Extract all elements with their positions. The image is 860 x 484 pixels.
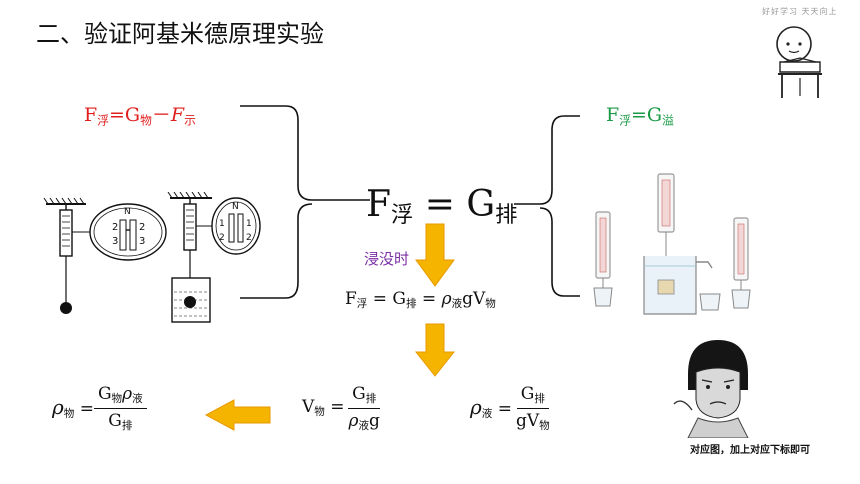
scale-mark-left-a: 2 [112, 222, 118, 233]
formula-buoyancy-overflow: F浮=G溢 [606, 104, 674, 128]
scale-mark-right-b: 2 [219, 233, 225, 243]
scale-mark-left-b: 3 [112, 236, 118, 247]
main-formula: F浮 = G排 [366, 184, 518, 229]
watermark-text: 好好学习 天天向上 [762, 7, 838, 16]
newton-label-2: N [232, 202, 239, 212]
expanded-formula: F浮 = G排 = ρ液gV物 [345, 289, 496, 310]
scale-mark-left-d: 3 [139, 236, 145, 247]
left-arrow-icon [204, 399, 271, 431]
studying-cartoon-icon [776, 26, 822, 98]
page-title: 二、验证阿基米德原理实验 [36, 20, 324, 48]
down-arrow-icon [415, 223, 455, 287]
right-brace-icon [514, 115, 580, 297]
overflow-experiment-diagram [593, 173, 751, 315]
scale-mark-left-c: 2 [139, 222, 145, 233]
scale-mark-right-a: 1 [219, 219, 225, 229]
spring-scale-diagram: 2 3 2 3 N 1 2 1 2 N [43, 192, 261, 323]
left-brace-icon [240, 105, 370, 299]
down-arrow-icon-2 [414, 323, 456, 377]
density-liquid-formula: ρ液 = G排 gV物 [470, 384, 550, 432]
formula-buoyancy-weighing: F浮=G物－F示 [84, 104, 196, 128]
newton-label-1: N [124, 207, 131, 217]
meme-face-icon [673, 340, 749, 438]
density-object-formula: ρ物 = G物ρ液 G排 [52, 384, 147, 433]
scale-mark-right-c: 1 [246, 219, 252, 229]
volume-object-formula: V物 = G排 ρ液g [302, 384, 381, 432]
hint-caption: 对应图，加上对应下标即可 [690, 445, 810, 456]
scale-mark-right-d: 2 [246, 233, 252, 243]
immersion-label: 浸没时 [364, 250, 410, 268]
